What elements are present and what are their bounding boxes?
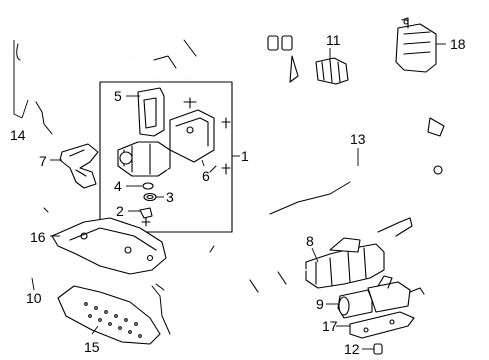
callout-3: 3: [166, 189, 174, 205]
callout-10: 10: [26, 290, 42, 306]
part-9-purge-valve: [337, 275, 425, 319]
callout-6: 6: [202, 168, 210, 184]
part-14-vapor-tube: [8, 11, 219, 135]
part-11-purge-tube: [267, 35, 445, 175]
leader-lines: [13, 40, 446, 350]
callout-17: 17: [322, 318, 338, 334]
part-10-tube-bundle: [11, 207, 171, 335]
part-12-hose: [373, 333, 449, 355]
callout-7: 7: [39, 153, 47, 169]
callout-9: 9: [316, 296, 324, 312]
callout-1: 1: [241, 148, 249, 164]
callout-5: 5: [114, 88, 122, 104]
part-7-bracket: [59, 143, 99, 189]
callout-12: 12: [344, 341, 360, 357]
callout-labels: 14 5 1 6 4 3 2 7 11 18 13 16 8 9 10 15 1…: [10, 32, 466, 357]
callout-15: 15: [84, 339, 100, 355]
part-18-control-module: [395, 17, 437, 73]
callout-4: 4: [114, 178, 122, 194]
callout-11: 11: [326, 32, 341, 48]
part-16-heat-shield: [51, 217, 167, 275]
callout-2: 2: [116, 203, 124, 219]
part-1-assembly-box: [99, 81, 233, 233]
callout-18: 18: [450, 36, 466, 52]
callout-8: 8: [306, 233, 314, 249]
callout-14: 14: [10, 127, 26, 143]
part-13-vapor-line: [209, 165, 485, 349]
part-8-canister-assembly: [225, 217, 413, 297]
part-17-bracket: [349, 311, 415, 339]
part-15-skid-plate: [57, 285, 161, 345]
callout-13: 13: [350, 131, 366, 147]
callout-16: 16: [30, 229, 46, 245]
